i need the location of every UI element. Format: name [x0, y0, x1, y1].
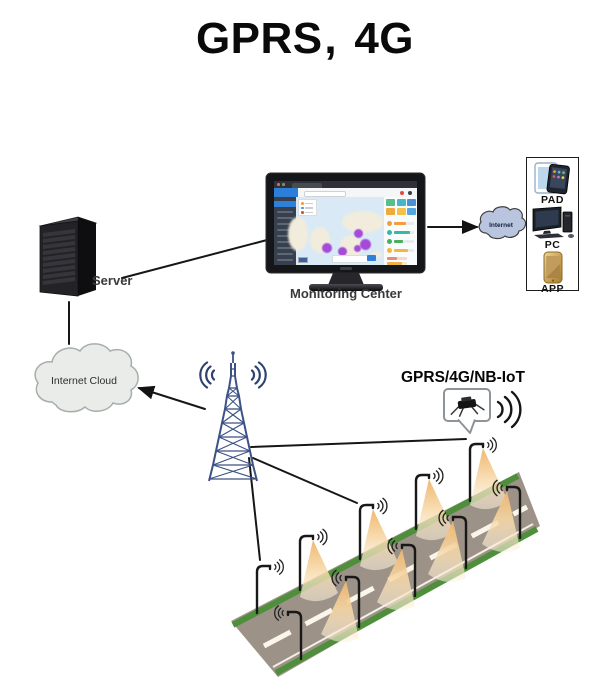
map-continent [342, 211, 384, 233]
link-tower-lamp-far2 [252, 457, 358, 504]
map-continent [288, 217, 308, 251]
sidebar-item [277, 253, 293, 255]
street-lamp-icon [298, 528, 338, 602]
widget-icon [387, 239, 392, 244]
legend-dot [301, 202, 304, 205]
stat-chip [407, 208, 416, 215]
stat-chip [386, 208, 395, 215]
app-label: APP [540, 283, 565, 295]
alert-badge [400, 190, 404, 195]
street-lamp-icon [428, 509, 468, 583]
sidebar-item [277, 259, 293, 261]
road-surface [231, 472, 540, 677]
street-lamp-icon [321, 569, 361, 643]
dashboard-logo [274, 188, 298, 197]
pc-device: PC [530, 206, 576, 251]
street-lamps-near [274, 479, 522, 661]
window-dot [277, 183, 280, 186]
sidebar-active-item [274, 201, 296, 207]
page-title: GPRS,4G [195, 14, 415, 63]
sidebar-item [277, 229, 293, 231]
map-continent [372, 251, 382, 258]
arrow-tower-cloud [137, 385, 206, 410]
internet-cloud-label: Internet Cloud [51, 375, 117, 387]
widget-bar [387, 257, 407, 260]
widget-icon [387, 221, 392, 226]
tablet-icon [533, 162, 570, 195]
street-lamp-icon [274, 605, 303, 661]
pad-device: PAD [532, 161, 574, 206]
sidebar-item [277, 211, 293, 213]
link-tower-lamp-far4 [250, 438, 467, 448]
street-lamp-icon [468, 437, 508, 510]
link-server-monitor [121, 239, 268, 279]
pad-label: PAD [541, 194, 564, 206]
map-hotspot [354, 245, 361, 252]
widget-bar [394, 249, 414, 252]
iot-module-icon [450, 396, 485, 417]
app-device: APP [533, 251, 573, 295]
server-label: Server [92, 273, 132, 288]
user-avatar [408, 190, 412, 195]
widget-bar [394, 231, 414, 234]
sidebar-item [277, 241, 293, 243]
pc-label: PC [544, 239, 561, 251]
stat-chip [407, 199, 416, 206]
window-dot [282, 183, 285, 186]
smartphone-icon [543, 251, 562, 284]
street-lamps-far [255, 437, 508, 615]
map-hotspot [322, 243, 332, 253]
street-lamp-icon [414, 467, 454, 541]
tower-radio-waves-icon [199, 361, 267, 389]
world-map [288, 197, 384, 265]
stat-chip [386, 199, 395, 206]
map-searchbar [332, 255, 368, 263]
client-devices-panel: PAD PC APP [526, 157, 579, 295]
street-lamp-icon [482, 479, 522, 553]
monitoring-center-label: Monitoring Center [290, 286, 402, 301]
iot-module-label: GPRS/4G/NB-IoT [401, 369, 526, 386]
street-lamp-icon [358, 497, 398, 571]
map-flag [298, 257, 308, 263]
street-lamp-icon [255, 559, 284, 615]
browser-chrome [274, 181, 417, 188]
legend-dot [301, 206, 304, 209]
widget-bar [394, 240, 414, 243]
street-lamp-icon [377, 537, 417, 611]
cell-tower-icon [208, 351, 258, 482]
sidebar-item [277, 247, 293, 249]
internet-small-label: Internet [489, 222, 514, 229]
server-rack-icon [38, 216, 98, 297]
browser-tab [292, 182, 322, 188]
stat-chip [396, 199, 406, 206]
link-tower-lamp-far0 [248, 457, 261, 561]
widget-icon [387, 248, 392, 253]
iot-module-callout [443, 388, 522, 434]
widget-bar [387, 262, 407, 265]
sidebar-item [277, 223, 293, 225]
desktop-pc-icon [532, 206, 574, 239]
map-legend [298, 199, 317, 216]
legend-bar [305, 207, 313, 209]
widget-icon [387, 230, 392, 235]
internet-small-cloud-icon: Internet [478, 206, 527, 240]
internet-cloud-icon: Internet Cloud [34, 343, 139, 413]
map-hotspot [360, 239, 371, 250]
widget-bar [394, 222, 414, 225]
legend-bar [305, 202, 313, 204]
sidebar-item [277, 235, 293, 237]
stat-chip [396, 208, 406, 215]
map-hotspot [338, 247, 347, 256]
dashboard-search [304, 190, 346, 197]
legend-bar [305, 211, 313, 213]
radio-waves-icon [496, 390, 522, 429]
map-hotspot [354, 229, 363, 238]
sidebar-item [277, 217, 293, 219]
legend-dot [301, 211, 304, 214]
dashboard-right-panel [383, 197, 417, 265]
map-button [367, 255, 376, 261]
monitoring-dashboard-screen [274, 181, 417, 265]
dashboard-sidebar [274, 197, 296, 265]
